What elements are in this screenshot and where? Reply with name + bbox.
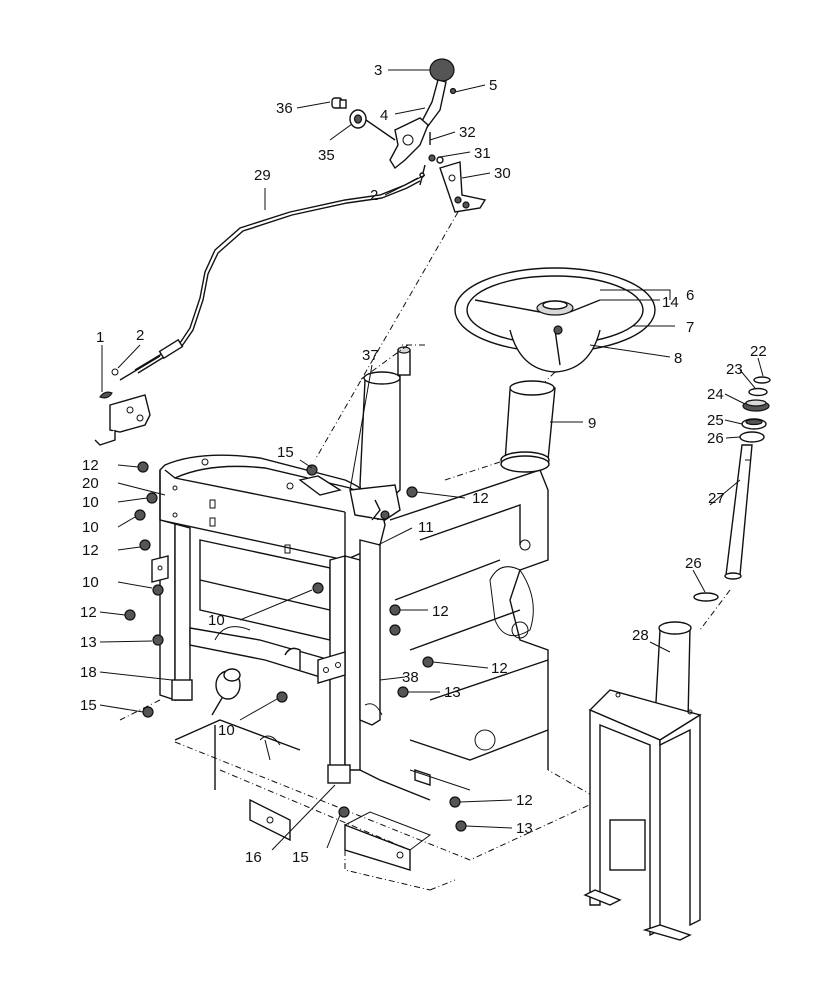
callout-12-b: 12 [82, 542, 99, 559]
leader-lines [99, 69, 764, 851]
callout-13-c: 13 [516, 820, 533, 837]
callout-18: 18 [80, 664, 97, 681]
callout-14: 14 [662, 294, 679, 311]
callout-38: 38 [402, 669, 419, 686]
callout-26-upper: 26 [707, 430, 724, 447]
callout-35: 35 [318, 147, 335, 164]
callout-2-upper: 2 [370, 187, 378, 204]
callout-23: 23 [726, 361, 743, 378]
callout-10-d: 10 [208, 612, 225, 629]
callout-28: 28 [632, 627, 649, 644]
callout-36: 36 [276, 100, 293, 117]
callout-9: 9 [588, 415, 596, 432]
column-support-stand [583, 621, 702, 941]
console-housing [151, 454, 386, 784]
callout-15-top: 15 [277, 444, 294, 461]
callout-12-d: 12 [432, 603, 449, 620]
callout-labels: 3 5 4 36 35 32 31 2 30 29 1 2 6 14 7 8 9… [80, 62, 767, 866]
callout-2-lower: 2 [136, 327, 144, 344]
callout-15-a: 15 [80, 697, 97, 714]
callout-13-a: 13 [80, 634, 97, 651]
callout-27: 27 [708, 490, 725, 507]
throttle-cable [99, 177, 421, 399]
callout-32: 32 [459, 124, 476, 141]
callout-22: 22 [750, 343, 767, 360]
callout-20: 20 [82, 475, 99, 492]
callout-5: 5 [489, 77, 497, 94]
callout-8: 8 [674, 350, 682, 367]
callout-24: 24 [707, 386, 724, 403]
column-boot [500, 380, 556, 473]
callout-4: 4 [380, 107, 388, 124]
callout-30: 30 [494, 165, 511, 182]
callout-37: 37 [362, 347, 379, 364]
callout-12-column: 12 [472, 490, 489, 507]
callout-15-b: 15 [292, 849, 309, 866]
steering-column [298, 346, 411, 521]
steering-shaft-stack [693, 376, 771, 602]
steering-wheel [454, 267, 656, 373]
callout-16: 16 [245, 849, 262, 866]
callout-10-c: 10 [82, 574, 99, 591]
callout-10-a: 10 [82, 494, 99, 511]
callout-10-e: 10 [218, 722, 235, 739]
callout-13-b: 13 [444, 684, 461, 701]
callout-3: 3 [374, 62, 382, 79]
callout-25: 25 [707, 412, 724, 429]
callout-12-a: 12 [82, 457, 99, 474]
callout-12-f: 12 [516, 792, 533, 809]
callout-10-b: 10 [82, 519, 99, 536]
callout-12-c: 12 [80, 604, 97, 621]
cable-bracket [94, 394, 151, 446]
callout-26-lower: 26 [685, 555, 702, 572]
assembly-lines [314, 211, 731, 631]
callout-29: 29 [254, 167, 271, 184]
callout-11: 11 [418, 519, 434, 536]
chassis-frame [119, 469, 602, 891]
throttle-lever [331, 58, 487, 213]
callout-12-e: 12 [491, 660, 508, 677]
callout-31: 31 [474, 145, 491, 162]
fasteners [124, 461, 467, 832]
callout-7: 7 [686, 319, 694, 336]
callout-1: 1 [96, 329, 104, 346]
callout-6: 6 [686, 287, 694, 304]
